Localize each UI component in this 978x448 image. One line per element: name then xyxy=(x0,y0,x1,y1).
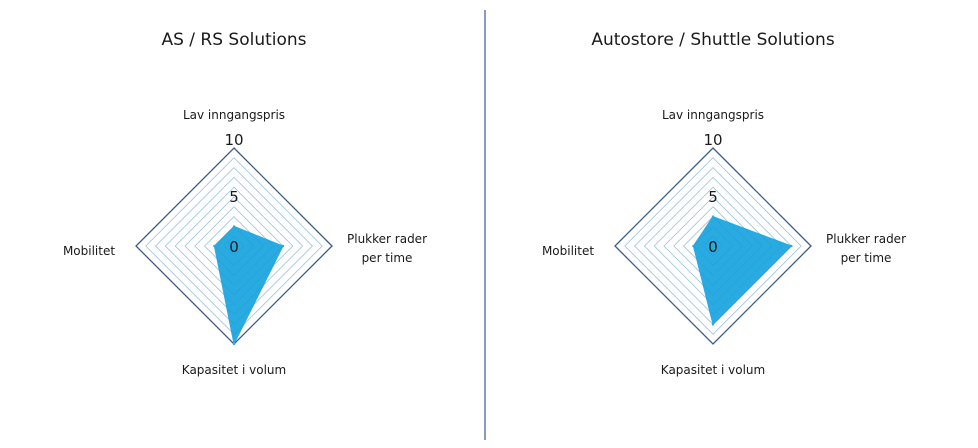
axis-label-line: Lav inngangspris xyxy=(662,108,764,122)
axis-label-line: Mobilitet xyxy=(542,244,594,258)
radar-grid-ring-overlay xyxy=(663,196,763,296)
axis-label-mobilitet: Mobilitet xyxy=(63,244,115,258)
radar-point-kapasitet-i-volum xyxy=(232,342,236,346)
radar-grid-ring-overlay xyxy=(702,235,724,257)
axis-label-kapasitet-i-volum: Kapasitet i volum xyxy=(182,363,286,377)
radar-outline xyxy=(614,147,812,345)
axis-label-kapasitet-i-volum: Kapasitet i volum xyxy=(661,363,765,377)
radar-point-lav-inngangspris xyxy=(711,215,715,218)
radar-grid-ring-overlay xyxy=(194,206,274,286)
axis-label-line: Mobilitet xyxy=(63,244,115,258)
radar-point-lav-inngangspris xyxy=(232,225,236,228)
axis-label-line: Kapasitet i volum xyxy=(182,363,286,377)
axis-label-plukker-rader-per-time: Plukker rader per time xyxy=(826,232,906,265)
radar-grid-ring-overlay xyxy=(692,225,734,267)
radar-point-mobilitet xyxy=(213,244,216,248)
radar-grid-ring-overlay xyxy=(145,157,323,335)
radar-point-mobilitet xyxy=(692,244,695,248)
axis-label-plukker-rader-per-time: Plukker rader per time xyxy=(347,232,427,265)
radar-grid-ring-overlay xyxy=(653,186,773,306)
axis-label-lav-inngangspris: Lav inngangspris xyxy=(662,108,764,122)
axis-label-line: per time xyxy=(841,251,892,265)
tick-label-10: 10 xyxy=(224,131,243,149)
radar-chart-as-rs: AS / RS Solutions 0 5 10 Lav inngangsprisPlu… xyxy=(63,30,427,377)
radar-grid-ring-overlay xyxy=(184,196,284,296)
radar-grid-ring-overlay xyxy=(624,157,802,335)
axis-label-line: Lav inngangspris xyxy=(183,108,285,122)
radar-grid-ring-overlay xyxy=(204,216,264,276)
radar-grid-ring-overlay xyxy=(213,225,255,267)
chart-title: AS / RS Solutions xyxy=(161,30,306,50)
radar-grid-ring xyxy=(624,157,802,335)
radar-grid-ring-overlay xyxy=(164,176,304,316)
radar-grid-ring-overlay xyxy=(174,186,294,306)
radar-grid-ring-overlay xyxy=(673,206,753,286)
tick-label-0: 0 xyxy=(708,238,718,256)
radar-point-kapasitet-i-volum xyxy=(711,323,715,326)
radar-grid-ring-overlay xyxy=(223,235,245,257)
radar-grid-ring-overlay xyxy=(643,176,783,316)
radar-grid-ring-overlay xyxy=(683,216,743,276)
axis-label-mobilitet: Mobilitet xyxy=(542,244,594,258)
tick-label-0: 0 xyxy=(229,238,239,256)
chart-title: Autostore / Shuttle Solutions xyxy=(591,30,835,50)
axis-label-line: Plukker rader xyxy=(347,232,427,246)
tick-label-10: 10 xyxy=(703,131,722,149)
radar-point-plukker-rader-per-time xyxy=(790,244,793,248)
radar-grid-ring-overlay xyxy=(155,167,313,325)
axis-label-line: Plukker rader xyxy=(826,232,906,246)
axis-label-lav-inngangspris: Lav inngangspris xyxy=(183,108,285,122)
tick-label-5: 5 xyxy=(229,188,239,206)
radar-chart-autostore-shuttle: Autostore / Shuttle Solutions 0 5 10 Lav inn… xyxy=(542,30,906,377)
radar-point-plukker-rader-per-time xyxy=(281,244,285,248)
tick-label-5: 5 xyxy=(708,188,718,206)
axis-label-line: Kapasitet i volum xyxy=(661,363,765,377)
axis-label-line: per time xyxy=(362,251,413,265)
